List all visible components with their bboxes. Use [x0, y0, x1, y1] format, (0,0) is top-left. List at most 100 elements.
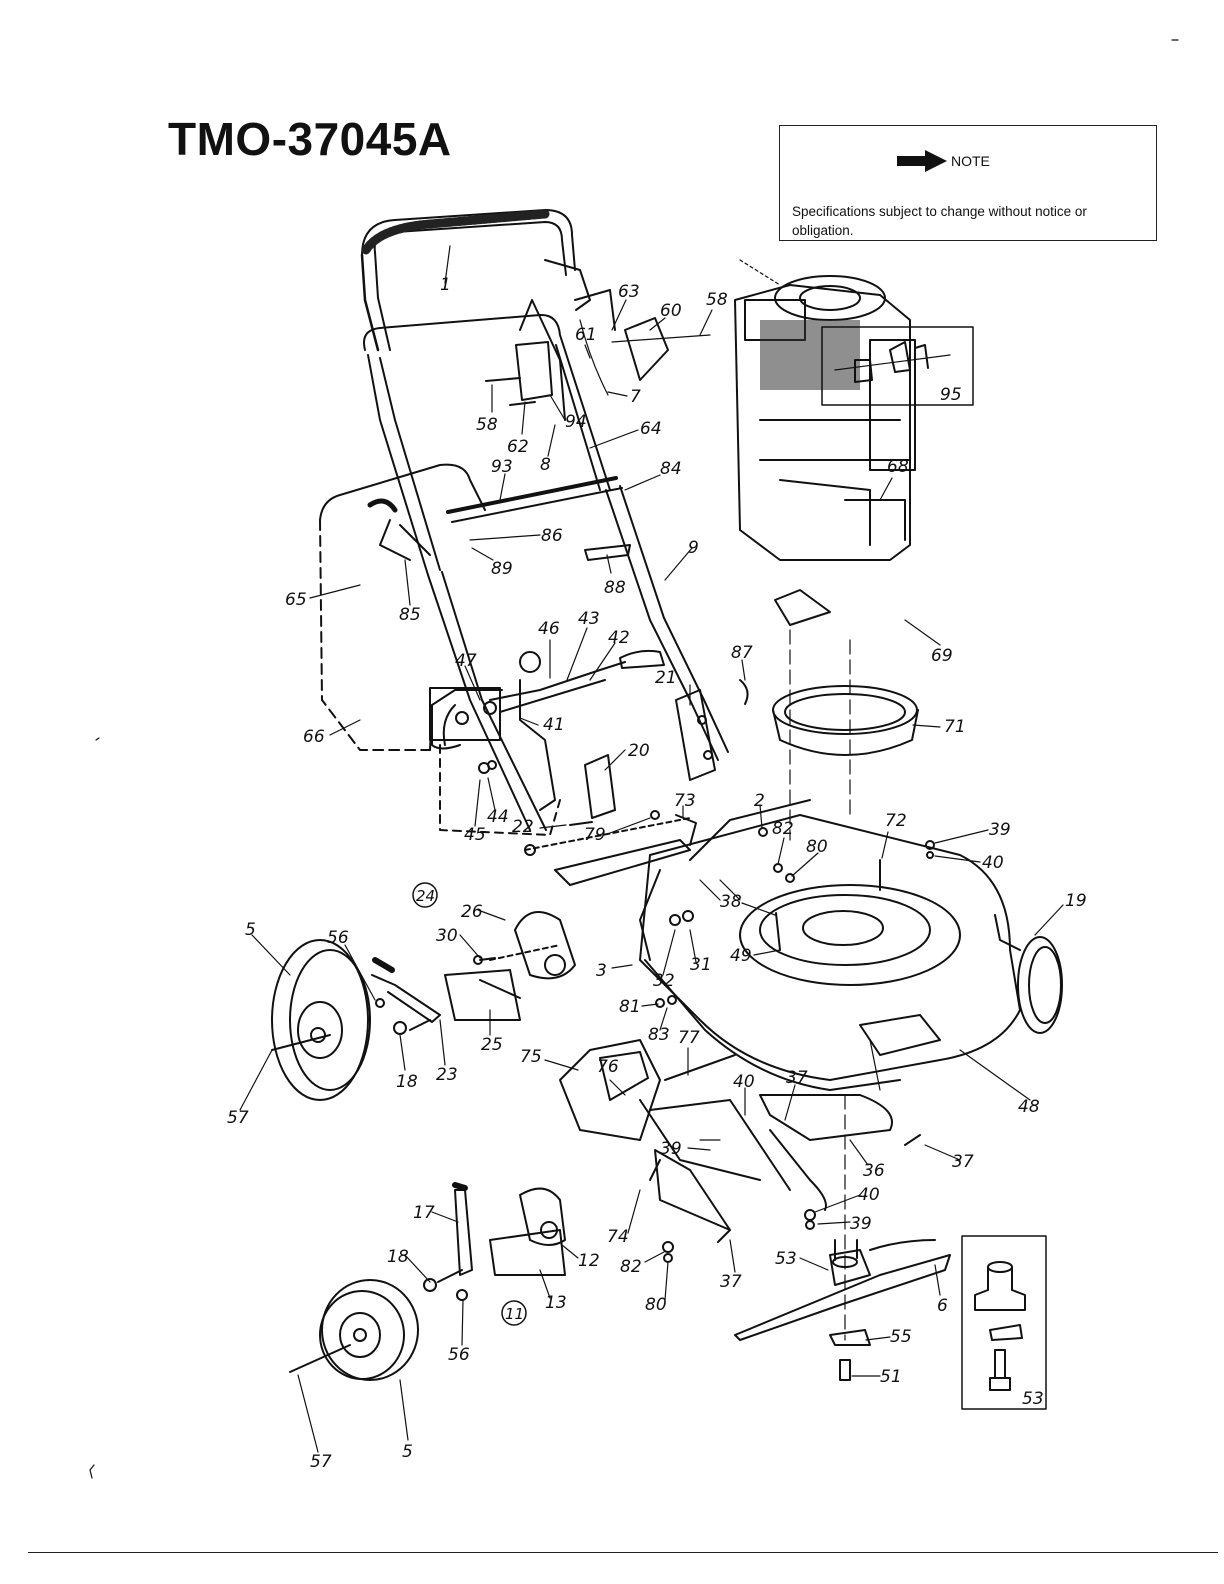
callout-18: 18 — [396, 1072, 418, 1092]
callout-94: 94 — [565, 412, 587, 432]
callout-82b: 82 — [620, 1257, 642, 1277]
callout-20: 20 — [628, 741, 650, 761]
arrow-icon — [897, 150, 947, 172]
callout-53b: 53 — [1022, 1389, 1044, 1409]
callout-57: 57 — [227, 1108, 249, 1128]
circled-label-11 — [501, 1300, 527, 1326]
note-header: NOTE — [897, 150, 990, 172]
callout-61: 61 — [575, 325, 597, 345]
callout-86: 86 — [541, 526, 563, 546]
callout-37b: 37 — [952, 1152, 974, 1172]
callout-25: 25 — [481, 1035, 503, 1055]
callout-73: 73 — [674, 791, 696, 811]
handle-assembly — [360, 209, 749, 831]
callout-80: 80 — [806, 837, 828, 857]
callout-55: 55 — [890, 1327, 912, 1347]
callout-3: 3 — [596, 961, 607, 981]
callout-6: 6 — [937, 1296, 948, 1316]
callout-85: 85 — [399, 605, 421, 625]
callout-41: 41 — [543, 715, 565, 735]
callout-51: 51 — [880, 1367, 902, 1387]
front-left-wheel — [289, 1182, 566, 1381]
callout-71: 71 — [944, 717, 966, 737]
callout-19: 19 — [1065, 891, 1087, 911]
callout-31: 31 — [690, 955, 712, 975]
callout-38: 38 — [720, 892, 742, 912]
engine-gasket — [772, 685, 919, 756]
callout-53: 53 — [775, 1249, 797, 1269]
callout-17: 17 — [413, 1203, 435, 1223]
callout-60: 60 — [660, 301, 682, 321]
circled-label-24 — [412, 882, 438, 908]
callout-2: 2 — [754, 791, 765, 811]
note-label: NOTE — [951, 153, 990, 169]
callout-68: 68 — [887, 457, 909, 477]
callout-74: 74 — [607, 1227, 629, 1247]
callout-49: 49 — [730, 946, 752, 966]
callout-46: 46 — [538, 619, 560, 639]
callout-9: 9 — [688, 538, 699, 558]
callout-48: 48 — [1018, 1097, 1040, 1117]
callout-40b: 40 — [733, 1072, 755, 1092]
callout-42: 42 — [608, 628, 630, 648]
leader-lines — [239, 245, 1064, 1453]
callout-11: 11 — [505, 1305, 524, 1323]
stray-marks — [89, 39, 1179, 1479]
callout-5b: 5 — [402, 1442, 413, 1462]
callout-58: 58 — [706, 290, 728, 310]
callout-13: 13 — [545, 1293, 567, 1313]
callout-30: 30 — [436, 926, 458, 946]
callout-43: 43 — [578, 609, 600, 629]
note-box: NOTE Specifications subject to change wi… — [779, 125, 1157, 241]
callout-21: 21 — [655, 668, 677, 688]
control-inset — [821, 326, 974, 406]
adapter-inset — [961, 1235, 1047, 1410]
callout-62: 62 — [507, 437, 529, 457]
callout-72: 72 — [885, 811, 907, 831]
callout-39: 39 — [989, 820, 1011, 840]
callout-89: 89 — [491, 559, 513, 579]
callout-81: 81 — [619, 997, 641, 1017]
callout-88: 88 — [604, 578, 626, 598]
callout-69: 69 — [931, 646, 953, 666]
engine — [734, 259, 916, 841]
callout-26: 26 — [461, 902, 483, 922]
callout-40c: 40 — [858, 1185, 880, 1205]
blade-assembly — [734, 1094, 951, 1381]
callout-77: 77 — [678, 1028, 700, 1048]
callout-37: 37 — [786, 1068, 808, 1088]
hardware-bits — [473, 760, 935, 1263]
callout-18b: 18 — [387, 1247, 409, 1267]
callout-57b: 57 — [310, 1452, 332, 1472]
callout-39c: 39 — [850, 1214, 872, 1234]
callout-1: 1 — [440, 275, 451, 295]
callout-82: 82 — [772, 819, 794, 839]
callout-64: 64 — [640, 419, 662, 439]
callout-87: 87 — [731, 643, 753, 663]
callout-56: 56 — [327, 928, 349, 948]
note-text: Specifications subject to change without… — [792, 204, 1087, 238]
bottom-rule — [28, 1552, 1218, 1553]
callout-40: 40 — [982, 853, 1004, 873]
callout-80b: 80 — [645, 1295, 667, 1315]
callout-66: 66 — [303, 727, 325, 747]
callout-5: 5 — [245, 920, 256, 940]
model-number-title: TMO-37045A — [168, 113, 452, 165]
callout-84: 84 — [660, 459, 682, 479]
callout-12: 12 — [578, 1251, 600, 1271]
callout-65: 65 — [285, 590, 307, 610]
callout-7: 7 — [630, 387, 641, 407]
callout-47: 47 — [455, 651, 477, 671]
callout-36: 36 — [863, 1161, 885, 1181]
callout-93: 93 — [491, 457, 513, 477]
callout-39b: 39 — [660, 1139, 682, 1159]
callout-76: 76 — [597, 1057, 619, 1077]
callout-24: 24 — [416, 887, 435, 905]
callout-44: 44 — [487, 807, 509, 827]
callout-95: 95 — [940, 385, 962, 405]
callout-58b: 58 — [476, 415, 498, 435]
callout-79: 79 — [584, 825, 606, 845]
grass-bag — [319, 463, 561, 836]
callout-23: 23 — [436, 1065, 458, 1085]
